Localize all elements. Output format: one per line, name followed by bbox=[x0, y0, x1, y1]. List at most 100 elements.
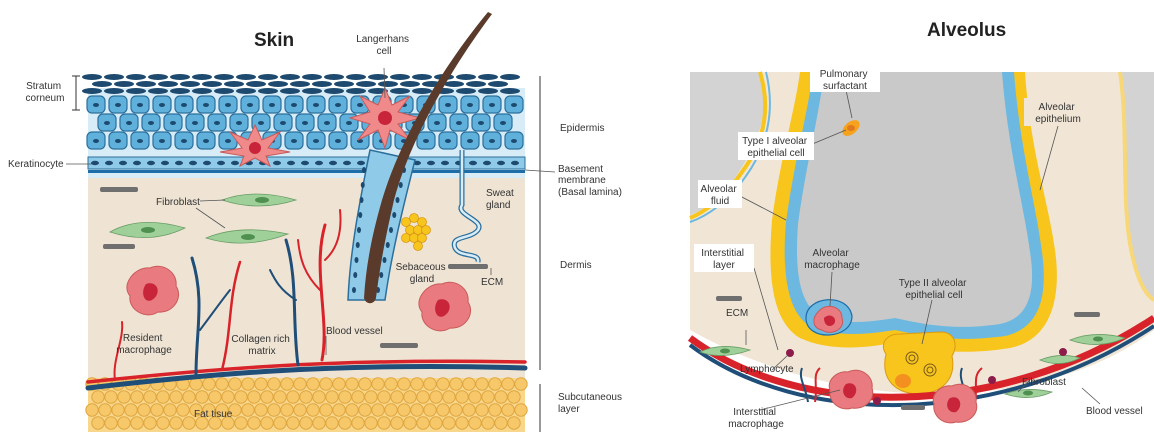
fat-cell bbox=[196, 391, 208, 403]
fat-cell bbox=[489, 378, 501, 390]
corneocyte bbox=[500, 88, 520, 94]
fat-cell bbox=[398, 404, 410, 416]
blood-vessel-leader-alv bbox=[1082, 388, 1100, 404]
corneocyte bbox=[268, 81, 288, 87]
fat-cell bbox=[235, 417, 247, 429]
fat-cell bbox=[378, 391, 390, 403]
fat-cell bbox=[216, 378, 228, 390]
ecm-label: ECM bbox=[481, 277, 503, 288]
lymphocyte-label: Lymphocyte bbox=[740, 364, 794, 375]
corneocyte bbox=[258, 88, 278, 94]
fat-cell bbox=[326, 417, 338, 429]
corneocyte bbox=[456, 74, 476, 80]
fat-cell bbox=[430, 391, 442, 403]
corneocyte bbox=[114, 81, 134, 87]
fat-cell bbox=[495, 391, 507, 403]
fat-cell bbox=[255, 404, 267, 416]
fat-cell bbox=[300, 417, 312, 429]
corneocyte bbox=[126, 74, 146, 80]
fat-cell bbox=[359, 404, 371, 416]
fat-cell bbox=[183, 391, 195, 403]
fat-cell bbox=[242, 378, 254, 390]
basement-membrane-line bbox=[88, 170, 525, 173]
fat-cell bbox=[372, 378, 384, 390]
corneocyte bbox=[400, 81, 420, 87]
type2-label: Type II alveolar epithelial cell bbox=[899, 278, 970, 301]
fat-cell bbox=[138, 404, 150, 416]
corneocyte bbox=[214, 88, 234, 94]
fat-cell bbox=[443, 417, 455, 429]
corneocyte bbox=[136, 81, 156, 87]
dermis-label: Dermis bbox=[560, 260, 592, 271]
fat-cell bbox=[274, 391, 286, 403]
corneocyte bbox=[170, 88, 190, 94]
fat-cell bbox=[203, 378, 215, 390]
fat-cell bbox=[320, 404, 332, 416]
corneocyte bbox=[224, 81, 244, 87]
fat-cell bbox=[391, 417, 403, 429]
fat-layer bbox=[86, 378, 527, 432]
corneocyte bbox=[334, 81, 354, 87]
fat-cell bbox=[456, 391, 468, 403]
corneocyte bbox=[148, 88, 168, 94]
fat-cell bbox=[151, 404, 163, 416]
corneocyte bbox=[258, 74, 278, 80]
langerhans-label: Langerhans cell bbox=[356, 34, 412, 57]
fat-cell bbox=[287, 417, 299, 429]
fat-cell bbox=[92, 391, 104, 403]
corneocyte bbox=[92, 81, 112, 87]
fat-cell bbox=[365, 417, 377, 429]
fat-cell bbox=[469, 417, 481, 429]
fat-cell bbox=[294, 378, 306, 390]
fat-cell bbox=[515, 378, 527, 390]
corneocyte bbox=[280, 88, 300, 94]
fat-cell bbox=[437, 404, 449, 416]
skin-panel: Skin bbox=[8, 12, 625, 432]
corneocyte bbox=[478, 88, 498, 94]
corneocyte bbox=[280, 74, 300, 80]
corneocyte bbox=[324, 74, 344, 80]
corneocyte bbox=[192, 74, 212, 80]
fibroblast-label: Fibroblast bbox=[156, 197, 200, 208]
corneocyte bbox=[312, 81, 332, 87]
fat-cell bbox=[326, 391, 338, 403]
fat-cell bbox=[313, 417, 325, 429]
fat-cell bbox=[450, 404, 462, 416]
corneocyte bbox=[82, 88, 102, 94]
alveolar-ecm-label: ECM bbox=[726, 308, 748, 319]
basement-membrane-label: Basement membrane (Basal lamina) bbox=[558, 164, 622, 198]
fat-cell bbox=[131, 391, 143, 403]
fat-cell bbox=[411, 378, 423, 390]
fat-cell bbox=[125, 404, 137, 416]
alveolar-fibroblast-label: Fibroblast bbox=[1022, 377, 1066, 388]
fat-cell bbox=[378, 417, 390, 429]
alveolar-epithelium-label: Alveolar epithelium bbox=[1035, 102, 1081, 125]
corneocyte bbox=[346, 74, 366, 80]
corneocyte bbox=[390, 74, 410, 80]
fat-cell bbox=[482, 417, 494, 429]
type2-epithelial-cell bbox=[883, 332, 955, 394]
fat-cell bbox=[255, 378, 267, 390]
corneocyte bbox=[378, 81, 398, 87]
fat-cell bbox=[248, 417, 260, 429]
blood-vessel-label: Blood vessel bbox=[326, 326, 383, 337]
corneocyte bbox=[456, 88, 476, 94]
fat-cell bbox=[463, 378, 475, 390]
surfactant-label: Pulmonary surfactant bbox=[820, 69, 871, 92]
fat-cell bbox=[274, 417, 286, 429]
fat-cell bbox=[508, 417, 520, 429]
dermal-macrophage bbox=[419, 282, 471, 331]
fat-cell bbox=[268, 378, 280, 390]
fat-cell bbox=[222, 391, 234, 403]
fat-cell bbox=[339, 417, 351, 429]
corneocyte bbox=[180, 81, 200, 87]
fat-cell bbox=[320, 378, 332, 390]
fat-cell bbox=[170, 391, 182, 403]
fat-cell bbox=[398, 378, 410, 390]
fat-cell bbox=[118, 391, 130, 403]
corneocyte bbox=[478, 74, 498, 80]
resident-macrophage bbox=[127, 266, 179, 315]
fat-tissue-label: Fat tisue bbox=[194, 409, 233, 420]
fat-cell bbox=[430, 417, 442, 429]
fat-cell bbox=[281, 404, 293, 416]
